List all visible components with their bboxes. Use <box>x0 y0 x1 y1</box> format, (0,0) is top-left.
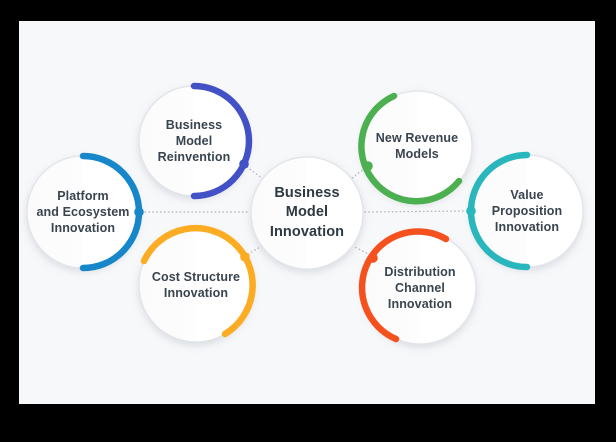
connector-top-left-diagonal <box>246 166 264 180</box>
arc-business-model-reinvention <box>190 82 253 200</box>
anchor-dot-platform-and-ecosystem-innovation <box>134 207 144 217</box>
connector-bottom-right-diagonal <box>352 245 371 256</box>
connector-top-right-diagonal <box>350 167 366 180</box>
arc-new-revenue-models <box>358 92 463 205</box>
connector-right-horizontal <box>364 210 467 213</box>
connector-bottom-left-diagonal <box>247 245 263 255</box>
anchor-dot-value-proposition-innovation <box>466 206 476 216</box>
circle-business-model-innovation-center[interactable] <box>250 156 364 270</box>
anchor-dot-new-revenue-models <box>363 161 373 171</box>
diagram-canvas: Business Model Reinvention New Revenue M… <box>19 21 595 404</box>
anchor-dot-cost-structure-innovation <box>240 252 250 262</box>
arc-distribution-channel-innovation <box>358 228 450 343</box>
anchor-dot-distribution-channel-innovation <box>368 253 378 263</box>
arc-cost-structure-innovation <box>140 224 256 338</box>
diagram-svg <box>26 82 584 345</box>
anchor-dot-business-model-reinvention <box>239 159 249 169</box>
